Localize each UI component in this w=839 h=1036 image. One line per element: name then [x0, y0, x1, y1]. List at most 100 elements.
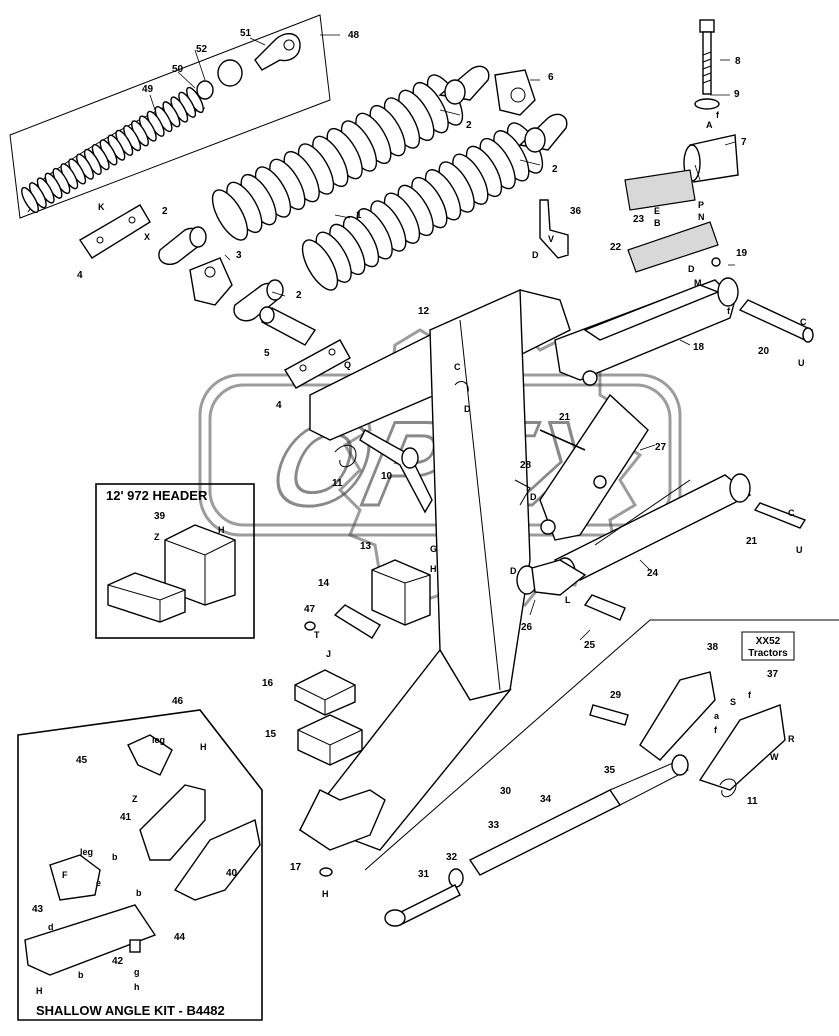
washer-17	[319, 867, 333, 877]
pin-19	[711, 257, 721, 267]
bracket-3	[189, 257, 233, 306]
letter-lf1: f	[716, 110, 720, 120]
callout-c52: 52	[196, 44, 208, 55]
plate-37	[698, 704, 786, 791]
callout-c2b: 2	[552, 164, 558, 175]
letter-lQ: Q	[344, 360, 351, 370]
mount-bracket	[299, 789, 386, 851]
callout-c21a: 21	[559, 412, 571, 423]
callout-c26: 26	[521, 622, 533, 633]
callout-c28: 28	[520, 460, 532, 471]
letter-le: e	[96, 878, 101, 888]
letter-lZ1: Z	[154, 532, 160, 542]
main-frame-12	[298, 288, 571, 851]
callout-c2d: 2	[296, 290, 302, 301]
callout-c2c: 2	[162, 206, 168, 217]
bracket-36	[539, 199, 569, 259]
letter-lB: B	[654, 218, 661, 228]
lower-link-group	[364, 619, 839, 927]
callout-c20: 20	[758, 346, 770, 357]
callout-c11b: 11	[747, 796, 758, 807]
washer-47	[304, 621, 316, 631]
pin-25	[583, 594, 626, 621]
eyebolt-51	[254, 33, 301, 71]
callout-c2a: 2	[466, 120, 472, 131]
leader-lines	[149, 34, 736, 641]
plate-42	[24, 904, 157, 976]
block-15	[297, 714, 363, 766]
letter-lZ2: Z	[132, 794, 138, 804]
bracket-45	[127, 734, 173, 776]
callout-c7: 7	[741, 137, 747, 148]
letter-lD2: D	[688, 264, 695, 274]
callout-c31: 31	[418, 869, 430, 880]
letter-lH2: H	[430, 564, 437, 574]
main-springs	[211, 74, 544, 291]
tie-rod-30	[468, 754, 689, 876]
letter-lb3: b	[78, 970, 84, 980]
spring-eyebolts	[158, 65, 568, 322]
callout-c46: 46	[172, 696, 184, 707]
shallow-angle-kit-inset	[17, 709, 263, 1021]
callout-c4b: 4	[276, 400, 282, 411]
bracket-43	[49, 854, 101, 901]
clip-11	[334, 444, 357, 468]
bracket-27	[539, 393, 649, 541]
pin-29	[589, 704, 629, 726]
letter-lW: W	[770, 752, 779, 762]
bushing-50	[196, 80, 214, 100]
arm-18	[554, 277, 739, 386]
pin-21-lower	[753, 502, 807, 529]
callout-c1: 1	[356, 210, 362, 221]
letter-lL: L	[565, 595, 571, 605]
letter-lK: K	[98, 202, 105, 212]
block-13	[371, 559, 431, 626]
letter-lH1: H	[218, 525, 225, 535]
letter-lb1: b	[112, 852, 118, 862]
letter-lT: T	[314, 630, 320, 640]
letter-lH4: H	[200, 742, 207, 752]
callout-c32: 32	[446, 852, 458, 863]
callout-c30: 30	[500, 786, 512, 797]
letter-lF: F	[62, 870, 68, 880]
callout-c51: 51	[240, 28, 252, 39]
callout-c35: 35	[604, 765, 616, 776]
callout-c43: 43	[32, 904, 44, 915]
letter-lU1: U	[798, 358, 805, 368]
letter-lH5: H	[36, 986, 43, 996]
plate-41	[139, 784, 206, 861]
letter-lN: N	[698, 212, 705, 222]
callout-c36: 36	[570, 206, 582, 217]
letter-lS: S	[730, 697, 736, 707]
plate-4-lower	[284, 339, 351, 389]
callout-c13: 13	[360, 541, 372, 552]
callout-c16: 16	[262, 678, 274, 689]
letter-lf3: f	[748, 690, 752, 700]
callout-c47: 47	[304, 604, 316, 615]
letter-lC1: C	[800, 317, 807, 327]
callout-c50: 50	[172, 64, 184, 75]
nut-52	[217, 59, 243, 87]
plate-23	[624, 169, 696, 211]
callout-c34: 34	[540, 794, 552, 805]
callout-c9: 9	[734, 89, 740, 100]
letter-lG: G	[430, 544, 437, 554]
callout-c41: 41	[120, 812, 132, 823]
clip-28	[514, 479, 531, 506]
letter-lg: g	[134, 967, 140, 977]
callout-c29: 29	[610, 690, 622, 701]
letter-la: a	[714, 711, 720, 721]
letter-lh: h	[134, 982, 140, 992]
plate-14	[333, 604, 381, 639]
callout-c25: 25	[584, 640, 596, 651]
letter-lE: E	[654, 206, 660, 216]
letter-lf4: f	[714, 725, 718, 735]
callout-c24: 24	[647, 568, 659, 579]
clevis-26	[516, 557, 587, 596]
washer-9	[694, 98, 720, 110]
callout-c5: 5	[264, 348, 270, 359]
letter-lA: A	[706, 120, 713, 130]
letter-ld: d	[48, 922, 54, 932]
